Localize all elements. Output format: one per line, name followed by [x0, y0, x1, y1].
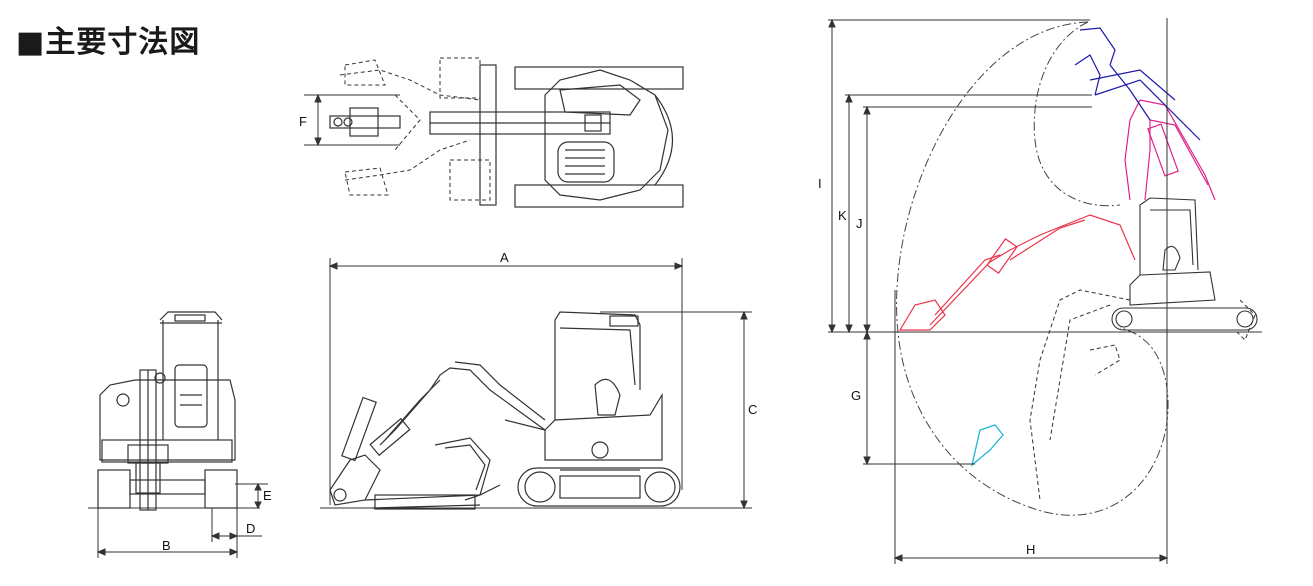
working-range-cyan-bucket	[970, 424, 1004, 467]
label-g: G	[851, 388, 861, 403]
dimension-b	[88, 507, 260, 558]
label-j: J	[856, 216, 863, 231]
top-view-drawing	[329, 64, 684, 208]
label-k: K	[838, 208, 847, 223]
top-view-swing-positions	[339, 57, 491, 201]
label-d: D	[246, 521, 255, 536]
dimension-c	[320, 310, 752, 510]
dimension-e	[235, 482, 268, 510]
working-range-envelope	[896, 21, 1169, 516]
working-range-machine	[1111, 197, 1258, 331]
side-view-drawing	[329, 311, 681, 510]
dimension-lines-range	[828, 18, 1262, 564]
label-e: E	[263, 488, 272, 503]
label-i: I	[818, 176, 822, 191]
dimension-d	[210, 508, 262, 542]
page-title: ■主要寸法図	[16, 25, 201, 60]
label-h: H	[1026, 542, 1035, 557]
front-view-drawing	[97, 311, 238, 511]
working-range-red-position	[898, 214, 1136, 331]
label-b: B	[162, 538, 171, 553]
working-range-blue-position	[1074, 27, 1201, 141]
working-range-low-position	[1029, 289, 1256, 501]
label-c: C	[748, 402, 757, 417]
label-a: A	[500, 250, 509, 265]
dimension-f	[304, 93, 400, 147]
label-f: F	[299, 114, 307, 129]
working-range-pink-position	[1124, 99, 1216, 201]
dimension-a	[328, 258, 684, 505]
